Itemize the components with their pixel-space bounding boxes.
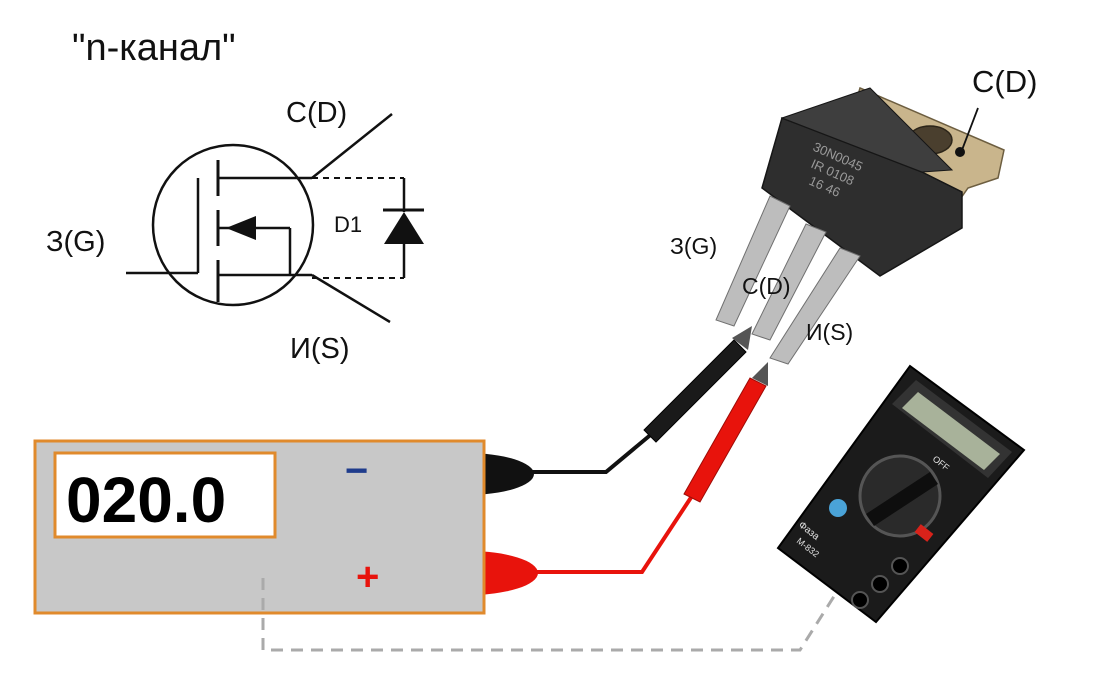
diode-triangle (384, 212, 424, 244)
transistor-lead-drain-label: С(D) (742, 273, 791, 299)
dial-pointer (866, 472, 938, 526)
tab-label-leader (961, 107, 979, 151)
drain-lead (311, 113, 393, 179)
jack-10a[interactable] (851, 591, 869, 609)
gate-pin (715, 195, 791, 327)
reading-display (53, 451, 277, 539)
schematic-gate-label: З(G) (46, 226, 105, 258)
reading-value: 020.0 (66, 464, 226, 536)
schematic-drain-label: С(D) (286, 97, 347, 129)
black-probe-handle (643, 339, 747, 443)
transistor-source-label: И(S) (806, 319, 853, 345)
schematic-source-label: И(S) (290, 333, 350, 365)
source-pin (769, 247, 861, 365)
red-probe-handle (683, 377, 767, 503)
transistor-package: 30N0045 IR 0108 16 46 С(D) З(G) С(D) И(S… (670, 64, 1037, 365)
hold-button-red[interactable] (914, 524, 934, 542)
mosfet-schematic: "n-канал" С(D) З(G) И(S) D1 (46, 27, 424, 365)
body-arrow-head (226, 216, 256, 240)
meter-panel: 020.0 − + (33, 439, 486, 615)
black-cable (530, 430, 656, 474)
black-probe-tip (732, 326, 752, 350)
blue-selector-dot[interactable] (829, 499, 847, 517)
minus-sign: − (345, 449, 368, 493)
jack-com[interactable] (871, 575, 889, 593)
schematic-title: "n-канал" (72, 27, 236, 69)
red-cable (534, 494, 694, 574)
dashed-link (261, 578, 840, 652)
jack-v[interactable] (891, 557, 909, 575)
drain-pin (751, 223, 827, 341)
diode-label: D1 (334, 212, 362, 237)
transistor-body-top-face (780, 87, 954, 173)
plus-sign: + (356, 555, 379, 599)
transistor-drain-label: С(D) (972, 64, 1037, 99)
source-lead (311, 273, 391, 324)
multimeter: OFF Фаза M-832 (776, 364, 1026, 624)
tab-label-dot (955, 147, 965, 157)
transistor-gate-label: З(G) (670, 233, 717, 259)
multimeter-lcd[interactable] (902, 392, 1000, 470)
red-probe-tip (752, 362, 768, 386)
mosfet-body-circle (151, 143, 315, 307)
